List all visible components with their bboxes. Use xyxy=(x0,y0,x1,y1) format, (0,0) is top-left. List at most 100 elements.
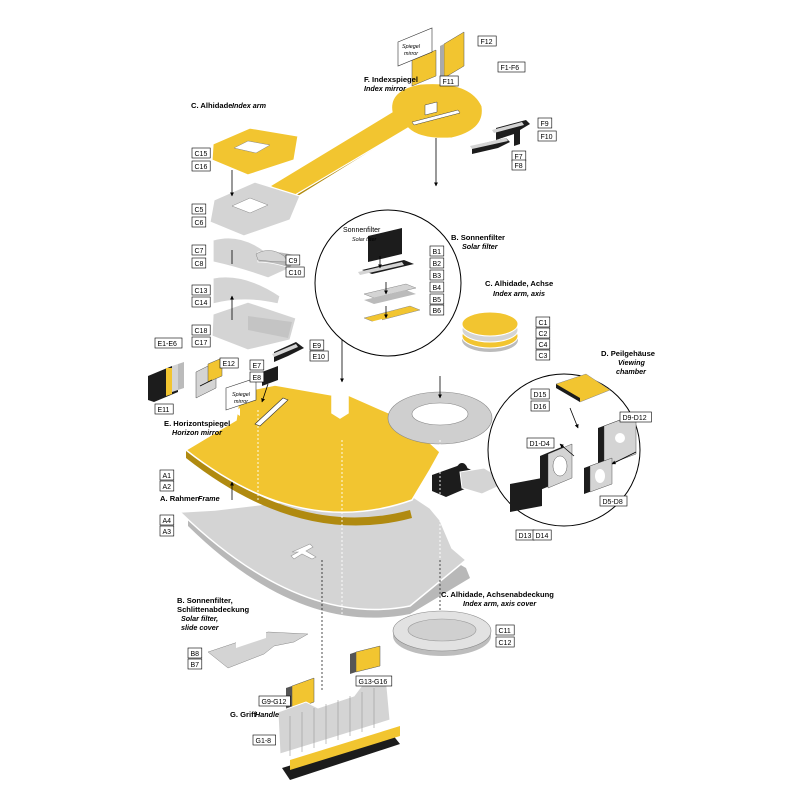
part-tag-c17: C17 xyxy=(191,336,211,348)
part-tag-label: C13 xyxy=(195,288,208,295)
title-d-en2: chamber xyxy=(616,367,647,376)
part-tag-b6: B6 xyxy=(429,304,445,316)
mirror-en-left: mirror xyxy=(234,399,248,405)
part-tag-f8: F8 xyxy=(511,159,527,171)
part-tag-c13: C13 xyxy=(191,284,211,296)
part-tag-a4: A4 xyxy=(159,514,175,526)
frame-cross-cutout xyxy=(290,543,317,560)
title-c-cover: C. Alhidade, Achsenabdeckung xyxy=(441,590,554,599)
title-c-arm: C. Alhidade xyxy=(191,101,233,110)
part-tag-f7: F7 xyxy=(511,150,527,162)
title-b2-de1: B. Sonnenfilter, xyxy=(177,596,233,605)
part-tag-g9g12: G9-G12 xyxy=(258,695,291,707)
part-tag-label: F7 xyxy=(515,154,523,161)
title-e: E. Horizontspiegel xyxy=(164,419,230,428)
index-arm-c13-c14-plates xyxy=(212,276,281,305)
part-tag-c7: C7 xyxy=(191,244,207,256)
part-tag-d5d8: D5-D8 xyxy=(599,495,628,507)
part-tag-label: C3 xyxy=(539,353,548,360)
index-arm-c15-c16-plate xyxy=(211,127,299,176)
part-tag-label: E9 xyxy=(313,343,322,350)
title-f: F. Indexspiegel xyxy=(364,75,418,84)
part-tag-label: E12 xyxy=(223,361,236,368)
horizon-mirror-e7-e8 xyxy=(262,366,278,386)
part-tag-c2: C2 xyxy=(535,327,551,339)
horizon-mirror-glass xyxy=(225,377,257,411)
part-tag-f12: F12 xyxy=(477,35,497,47)
guide-arrows xyxy=(199,138,637,500)
part-tag-b4: B4 xyxy=(429,281,445,293)
part-tag-b7: B7 xyxy=(187,658,203,670)
title-b2-en1: Solar filter, xyxy=(181,614,218,623)
part-tag-label: C15 xyxy=(195,151,208,158)
part-tag-label: C11 xyxy=(499,628,511,635)
part-tag-label: D1-D4 xyxy=(530,441,550,448)
part-tag-label: G9-G12 xyxy=(262,699,287,706)
mirror-de-top: Spiegel xyxy=(402,44,421,50)
horizon-mirror-e1-e6 xyxy=(148,362,184,402)
part-tag-label: C8 xyxy=(195,261,204,268)
part-tag-label: B5 xyxy=(433,297,442,304)
handle-g13-g16 xyxy=(350,645,381,674)
part-tag-label: F11 xyxy=(443,79,455,86)
part-tag-d9d12: D9-D12 xyxy=(619,411,652,423)
frame-yellow-plate xyxy=(184,384,510,526)
part-tag-label: D14 xyxy=(536,533,549,540)
part-tag-e10: E10 xyxy=(309,350,329,362)
part-tag-label: B4 xyxy=(433,285,442,292)
part-tag-label: A3 xyxy=(163,529,172,536)
part-tag-c5: C5 xyxy=(191,203,207,215)
part-tag-label: E7 xyxy=(253,363,262,370)
part-tag-c3: C3 xyxy=(535,349,551,361)
part-tag-label: E1-E6 xyxy=(158,341,178,348)
index-arm-c17-c18-plates xyxy=(211,301,297,351)
mirror-de-left: Spiegel xyxy=(232,392,251,398)
handle-g1-g8 xyxy=(277,675,400,780)
part-tag-e8: E8 xyxy=(249,371,265,383)
part-tag-label: C18 xyxy=(195,328,208,335)
part-tag-label: B3 xyxy=(433,273,442,280)
part-tag-label: C14 xyxy=(195,300,208,307)
part-tag-label: C7 xyxy=(195,248,204,255)
part-tag-label: A1 xyxy=(163,473,172,480)
part-tag-label: C16 xyxy=(195,164,208,171)
part-tag-d16: D16 xyxy=(530,400,550,412)
part-tag-a3: A3 xyxy=(159,525,175,537)
title-c-axis-en: Index arm, axis xyxy=(493,289,545,298)
part-tag-c12: C12 xyxy=(495,636,515,648)
part-tag-label: C12 xyxy=(499,640,512,647)
part-tag-label: B8 xyxy=(191,651,200,658)
filter-de: Sonnenfilter xyxy=(343,227,381,234)
part-tag-f10: F10 xyxy=(537,130,557,142)
part-tag-c16: C16 xyxy=(191,160,211,172)
slide-cover-b7-b8 xyxy=(207,631,309,669)
title-c-cover-en: Index arm, axis cover xyxy=(463,599,537,608)
part-tag-c9: C9 xyxy=(285,254,301,266)
filter-en: Solar filter xyxy=(352,237,376,243)
part-tag-label: D16 xyxy=(534,404,547,411)
part-tag-label: F10 xyxy=(541,134,553,141)
part-tag-e9: E9 xyxy=(309,339,325,351)
axis-discs-c1-c4 xyxy=(461,311,519,352)
part-tag-label: C17 xyxy=(195,340,208,347)
part-tag-label: C9 xyxy=(289,258,298,265)
title-d: D. Peilgehäuse xyxy=(601,349,655,358)
horizon-mirror-e9-e10 xyxy=(272,342,304,362)
part-tag-label: B1 xyxy=(433,249,442,256)
part-tag-label: G1-8 xyxy=(256,738,272,745)
title-a-en: Frame xyxy=(198,494,220,503)
part-tag-c1: C1 xyxy=(535,316,551,328)
chamber-d9-d12 xyxy=(598,413,637,468)
part-tag-g13g16: G13-G16 xyxy=(355,675,393,687)
part-tag-e11: E11 xyxy=(154,403,174,415)
part-tag-d1d4: D1-D4 xyxy=(526,437,555,449)
index-arm-yellow xyxy=(268,82,484,202)
title-c-arm-en: Index arm xyxy=(232,101,267,110)
title-d-en1: Viewing xyxy=(618,358,645,367)
part-tag-label: D15 xyxy=(534,392,547,399)
part-tag-a2: A2 xyxy=(159,480,175,492)
chamber-d13-d14 xyxy=(510,478,542,512)
part-tag-label: C1 xyxy=(539,320,548,327)
part-tag-e1e6: E1-E6 xyxy=(154,337,183,349)
